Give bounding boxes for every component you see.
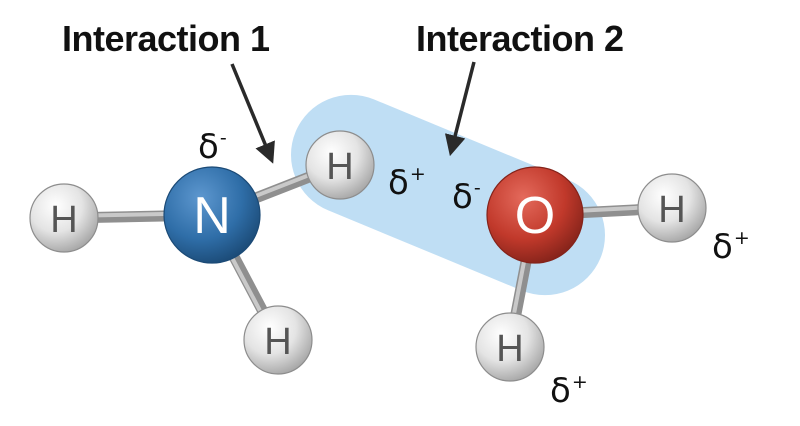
charge-water-hydrogen-bottom: δ+ <box>550 370 588 411</box>
atom-hydrogen-left: H <box>29 183 99 253</box>
interaction-2-label: Interaction 2 <box>416 18 624 59</box>
charge-nitrogen: δ- <box>198 126 227 167</box>
arrow-interaction-2 <box>444 61 476 157</box>
charge-bridging-hydrogen: δ+ <box>388 162 426 203</box>
svg-text:H: H <box>496 328 523 370</box>
svg-text:H: H <box>50 199 77 241</box>
charge-water-hydrogen-right: δ+ <box>712 226 750 267</box>
arrow-interaction-1 <box>230 63 275 164</box>
svg-text:H: H <box>326 146 353 188</box>
svg-text:H: H <box>264 321 291 363</box>
charge-oxygen: δ- <box>452 176 481 217</box>
atom-nitrogen: N <box>163 166 261 264</box>
atom-hydrogen-bottom-water: H <box>475 312 545 382</box>
atom-hydrogen-bottom-amine: H <box>243 305 313 375</box>
svg-text:O: O <box>515 187 555 245</box>
svg-text:H: H <box>658 189 685 231</box>
svg-text:N: N <box>193 187 231 245</box>
interaction-1-label: Interaction 1 <box>62 18 270 59</box>
atom-hydrogen-right-water: H <box>637 173 707 243</box>
atom-oxygen: O <box>486 166 584 264</box>
atom-hydrogen-bridging: H <box>305 130 375 200</box>
